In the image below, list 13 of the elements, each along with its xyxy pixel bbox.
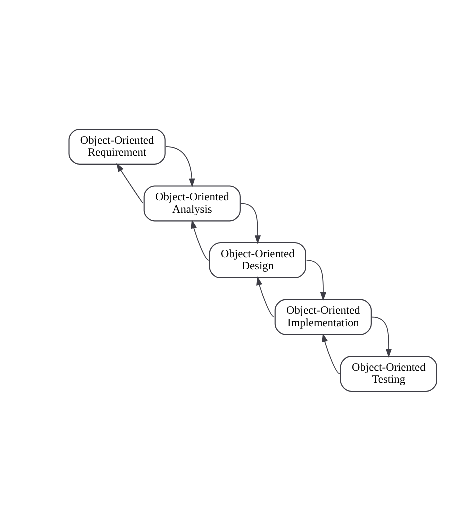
arrow bbox=[322, 333, 340, 374]
arrow bbox=[372, 316, 392, 358]
arrow bbox=[256, 276, 275, 318]
node-box: Object-Oriented Testing bbox=[340, 356, 438, 392]
arrow bbox=[116, 163, 144, 204]
arrow bbox=[166, 146, 196, 188]
arrow bbox=[306, 260, 327, 302]
node-box: Object-Oriented Requirement bbox=[68, 128, 166, 165]
node-box: Object-Oriented Analysis bbox=[144, 186, 241, 222]
node-box: Object-Oriented Design bbox=[209, 242, 306, 278]
arrow bbox=[191, 220, 210, 261]
node-box: Object-Oriented Implementation bbox=[274, 299, 372, 336]
arrow bbox=[240, 203, 262, 244]
